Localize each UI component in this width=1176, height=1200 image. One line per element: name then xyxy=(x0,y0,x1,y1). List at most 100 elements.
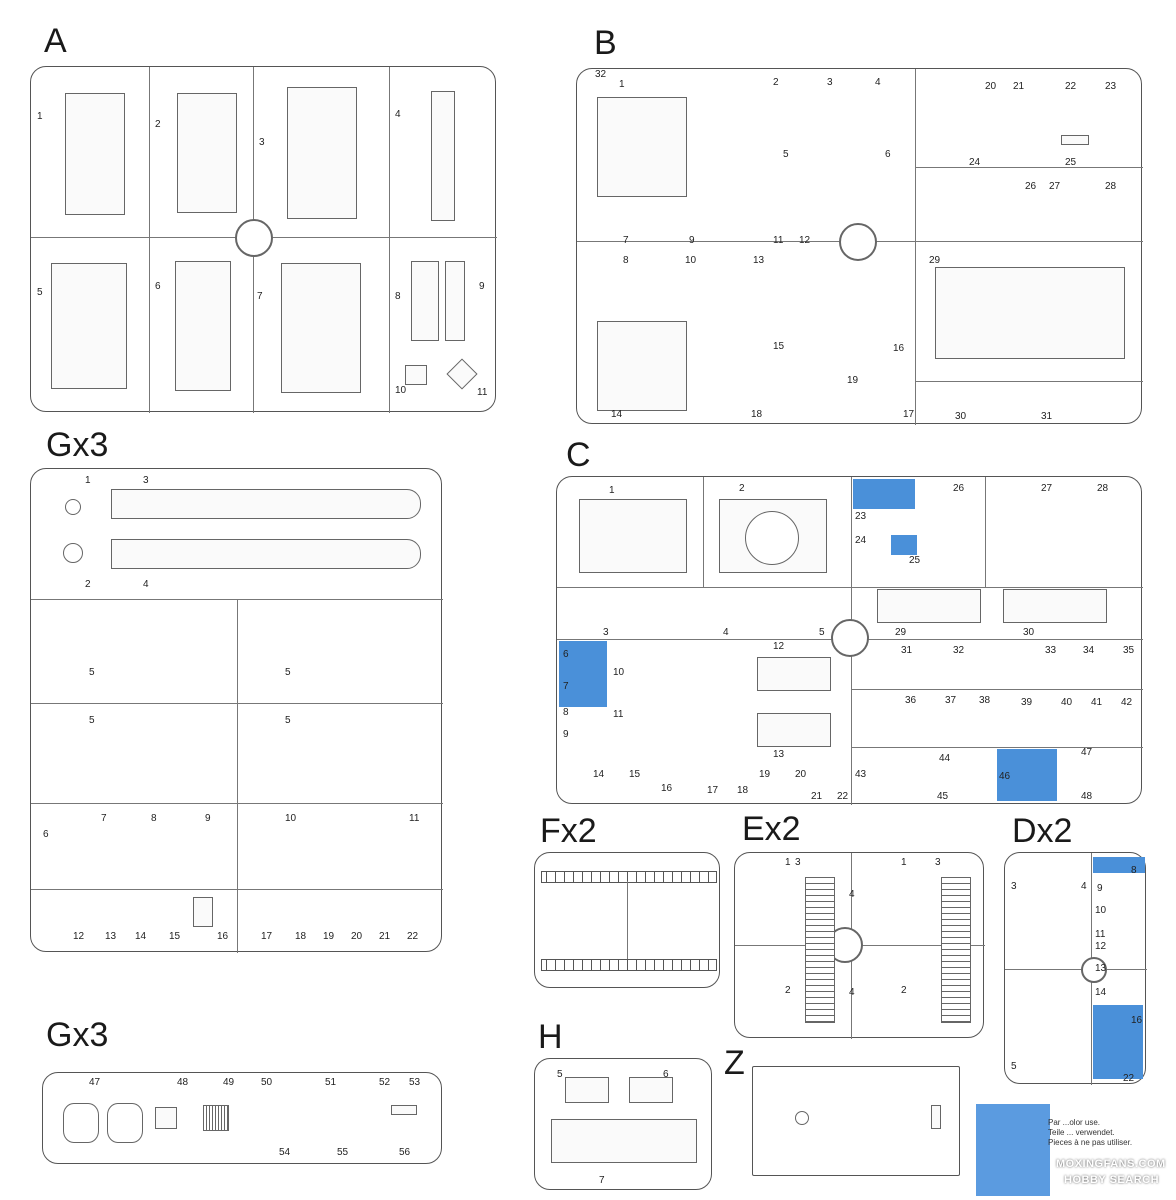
watermark-line-2: HOBBY SEARCH xyxy=(1064,1174,1160,1186)
label-b11: 11 xyxy=(773,235,784,246)
part-h6 xyxy=(629,1077,673,1103)
label-c24: 24 xyxy=(855,535,867,546)
label-g6: 6 xyxy=(43,829,49,840)
sprue-title-e: Ex2 xyxy=(742,810,801,848)
label-b7: 7 xyxy=(623,235,629,246)
label-b29: 29 xyxy=(929,255,941,266)
label-g20: 20 xyxy=(351,931,363,942)
part-g3 xyxy=(111,489,421,519)
label-c30: 30 xyxy=(1023,627,1035,638)
label-c13: 13 xyxy=(773,749,785,760)
sprue-h-frame: 5 6 7 xyxy=(534,1058,712,1190)
part-a11 xyxy=(446,358,478,390)
label-d22: 22 xyxy=(1123,1073,1135,1084)
label-b14: 14 xyxy=(611,409,623,420)
label-a4: 4 xyxy=(395,109,401,120)
sprue-g-upper-frame: 1 3 2 4 5 5 5 5 6 7 8 9 10 11 12 13 14 1… xyxy=(30,468,443,953)
label-b23: 23 xyxy=(1105,81,1117,92)
part-c12 xyxy=(757,657,831,691)
label-d5: 5 xyxy=(1011,1061,1017,1072)
part-g53 xyxy=(391,1105,417,1115)
part-a9 xyxy=(445,261,465,341)
part-c30 xyxy=(1003,589,1107,623)
label-c38: 38 xyxy=(979,695,991,706)
label-e4a: 4 xyxy=(849,889,855,900)
label-c15: 15 xyxy=(629,769,641,780)
label-d4: 4 xyxy=(1081,881,1087,892)
label-g5b: 5 xyxy=(285,667,291,678)
label-e3a: 3 xyxy=(795,857,801,868)
label-b4: 4 xyxy=(875,77,881,88)
part-b29 xyxy=(935,267,1125,359)
sprue-title-h: H xyxy=(538,1018,563,1056)
part-h5 xyxy=(565,1077,609,1103)
highlight-c23 xyxy=(853,479,915,509)
part-b25 xyxy=(1061,135,1089,145)
label-c32: 32 xyxy=(953,645,965,656)
highlight-c6-7 xyxy=(559,641,607,707)
part-a10 xyxy=(405,365,427,385)
label-a1: 1 xyxy=(37,111,43,122)
part-a8 xyxy=(411,261,439,341)
sprue-z-frame xyxy=(752,1066,960,1176)
part-a6 xyxy=(175,261,231,391)
label-e1a: 1 xyxy=(785,857,791,868)
label-g5d: 5 xyxy=(285,715,291,726)
sprue-d-frame: 3 4 8 9 10 11 12 13 14 16 22 5 xyxy=(1004,852,1147,1085)
label-c47: 47 xyxy=(1081,747,1093,758)
label-b6: 6 xyxy=(885,149,891,160)
part-e3 xyxy=(805,877,835,1023)
label-b25: 25 xyxy=(1065,157,1077,168)
sprue-title-f: Fx2 xyxy=(540,812,597,850)
label-b19: 19 xyxy=(847,375,859,386)
part-c1 xyxy=(579,499,687,573)
label-g7: 7 xyxy=(101,813,107,824)
label-c26: 26 xyxy=(953,483,965,494)
label-c29: 29 xyxy=(895,627,907,638)
label-g12: 12 xyxy=(73,931,85,942)
label-b8: 8 xyxy=(623,255,629,266)
label-d12: 12 xyxy=(1095,941,1107,952)
label-c10: 10 xyxy=(613,667,625,678)
label-g21: 21 xyxy=(379,931,391,942)
part-a7 xyxy=(281,263,361,393)
label-g8: 8 xyxy=(151,813,157,824)
part-a4 xyxy=(431,91,455,221)
label-c35: 35 xyxy=(1123,645,1135,656)
label-b26: 26 xyxy=(1025,181,1037,192)
label-g2: 2 xyxy=(85,579,91,590)
label-c34: 34 xyxy=(1083,645,1095,656)
label-b1: 1 xyxy=(619,79,625,90)
label-b24: 24 xyxy=(969,157,981,168)
label-g16: 16 xyxy=(217,931,229,942)
label-g50: 50 xyxy=(261,1077,273,1088)
label-c42: 42 xyxy=(1121,697,1133,708)
label-c25: 25 xyxy=(909,555,921,566)
label-c17: 17 xyxy=(707,785,719,796)
label-g54: 54 xyxy=(279,1147,291,1158)
label-c36: 36 xyxy=(905,695,917,706)
part-a1 xyxy=(65,93,125,215)
label-c12: 12 xyxy=(773,641,785,652)
label-d16: 16 xyxy=(1131,1015,1143,1026)
legend-line-3: Pieces à ne pas utiliser. xyxy=(1048,1138,1133,1147)
label-b5: 5 xyxy=(783,149,789,160)
label-b28: 28 xyxy=(1105,181,1117,192)
sprue-title-d: Dx2 xyxy=(1012,812,1073,850)
label-a2: 2 xyxy=(155,119,161,130)
highlight-c46 xyxy=(997,749,1057,801)
part-a2 xyxy=(177,93,237,213)
label-c7: 7 xyxy=(563,681,569,692)
label-g18: 18 xyxy=(295,931,307,942)
part-g49 xyxy=(203,1105,229,1131)
label-g4: 4 xyxy=(143,579,149,590)
label-c39: 39 xyxy=(1021,697,1033,708)
label-d14: 14 xyxy=(1095,987,1107,998)
label-g49: 49 xyxy=(223,1077,235,1088)
label-c44: 44 xyxy=(939,753,951,764)
label-g5c: 5 xyxy=(89,715,95,726)
label-b21: 21 xyxy=(1013,81,1025,92)
sprue-title-a: A xyxy=(44,22,67,60)
label-c1: 1 xyxy=(609,485,615,496)
label-g9: 9 xyxy=(205,813,211,824)
